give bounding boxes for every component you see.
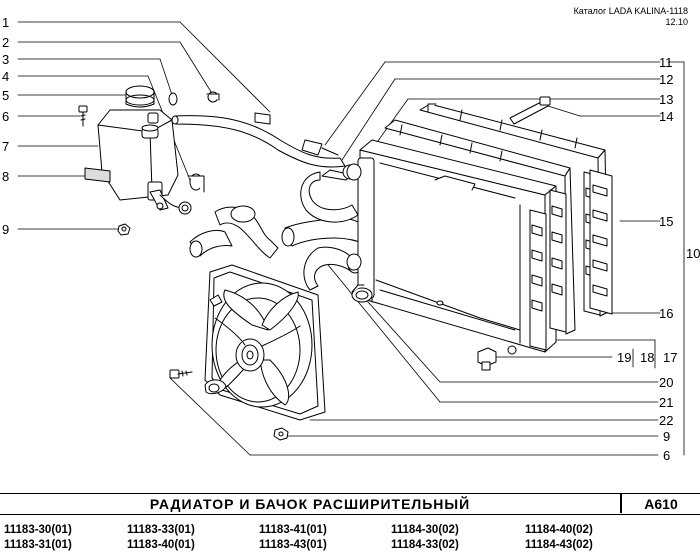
callout-14: 14 [659, 109, 673, 124]
title-divider [620, 494, 622, 513]
hose-clamp-small [168, 91, 220, 193]
model-code: 11183-33(01) [127, 524, 195, 536]
callout-15: 15 [659, 214, 673, 229]
fan-bolt [169, 369, 193, 379]
temperature-sensor [477, 345, 517, 371]
model-codes: 11183-30(01) 11183-31(01) 11183-33(01) 1… [0, 520, 700, 556]
model-code: 11183-31(01) [4, 539, 72, 551]
radiator-drain-hose [375, 279, 521, 331]
callout-4: 4 [2, 69, 9, 84]
upper-vent-hose [171, 115, 346, 168]
callout-10: 10 [686, 246, 700, 261]
model-code: 11183-41(01) [259, 524, 327, 536]
callout-21: 21 [659, 395, 673, 410]
fan-nut [273, 427, 289, 441]
drain-tube [509, 96, 551, 125]
callout-7: 7 [2, 139, 9, 154]
callout-3: 3 [2, 52, 9, 67]
tank-bolt [78, 105, 88, 127]
radiator-exploded-diagram: 1 2 3 4 5 6 7 8 9 11 12 13 14 15 10 16 1… [2, 15, 700, 463]
radiator-upper-hose [189, 205, 279, 259]
model-code: 11183-43(01) [259, 539, 327, 551]
callout-18: 18 [640, 350, 654, 365]
tank-label-sticker [84, 112, 271, 183]
callout-11: 11 [659, 55, 673, 70]
callout-1: 1 [2, 15, 9, 30]
catalog-date: 12.10 [665, 17, 688, 27]
radiator-side-tank-right [529, 209, 547, 351]
tank-nut [117, 223, 131, 236]
fan-connector [204, 294, 227, 395]
callout-12: 12 [659, 72, 673, 87]
callout-5: 5 [2, 88, 9, 103]
drawing-title: РАДИАТОР И БАЧОК РАСШИРИТЕЛЬНЫЙ [149, 496, 471, 512]
model-code: 11184-40(02) [525, 524, 593, 536]
drawing-code: A610 [644, 496, 678, 512]
left-leader-lines [17, 21, 271, 230]
model-code: 11184-43(02) [525, 539, 593, 551]
callout-labels: 1 2 3 4 5 6 7 8 9 11 12 13 14 15 10 16 1… [2, 15, 700, 463]
tank-bracket [149, 189, 169, 211]
model-code: 11183-40(01) [127, 539, 195, 551]
drawing-title-bar: РАДИАТОР И БАЧОК РАСШИРИТЕЛЬНЫЙ A610 [0, 493, 700, 515]
model-code: 11183-30(01) [4, 524, 72, 536]
radiator-core [359, 139, 557, 353]
radiator-frame-outer [589, 169, 613, 315]
callout-13: 13 [659, 92, 673, 107]
right-leader-lines [169, 61, 685, 456]
model-code: 11184-30(02) [391, 524, 459, 536]
tank-outlet-hose [159, 194, 192, 215]
callout-19: 19 [617, 350, 631, 365]
callout-9: 9 [2, 222, 9, 237]
callout-22: 22 [659, 413, 673, 428]
callout-6-fan-bolt: 6 [663, 448, 670, 463]
radiator-frame-middle [384, 119, 576, 335]
catalog-header: Каталог LADA KALINA-1118 12.10 [574, 6, 688, 28]
callout-8: 8 [2, 169, 9, 184]
cooling-fan [211, 282, 313, 408]
radiator-clamp-lower [351, 284, 373, 303]
callout-6: 6 [2, 109, 9, 124]
radiator-side-tank-left [346, 157, 375, 299]
model-code: 11184-33(02) [391, 539, 459, 551]
callout-20: 20 [659, 375, 673, 390]
callout-9-fan-nut: 9 [663, 429, 670, 444]
callout-2: 2 [2, 35, 9, 50]
vent-line [301, 139, 339, 156]
callout-16: 16 [659, 306, 673, 321]
callout-17: 17 [663, 350, 677, 365]
expansion-tank [97, 109, 179, 201]
tank-cap [125, 85, 155, 108]
catalog-name: Каталог LADA KALINA-1118 [573, 6, 688, 16]
